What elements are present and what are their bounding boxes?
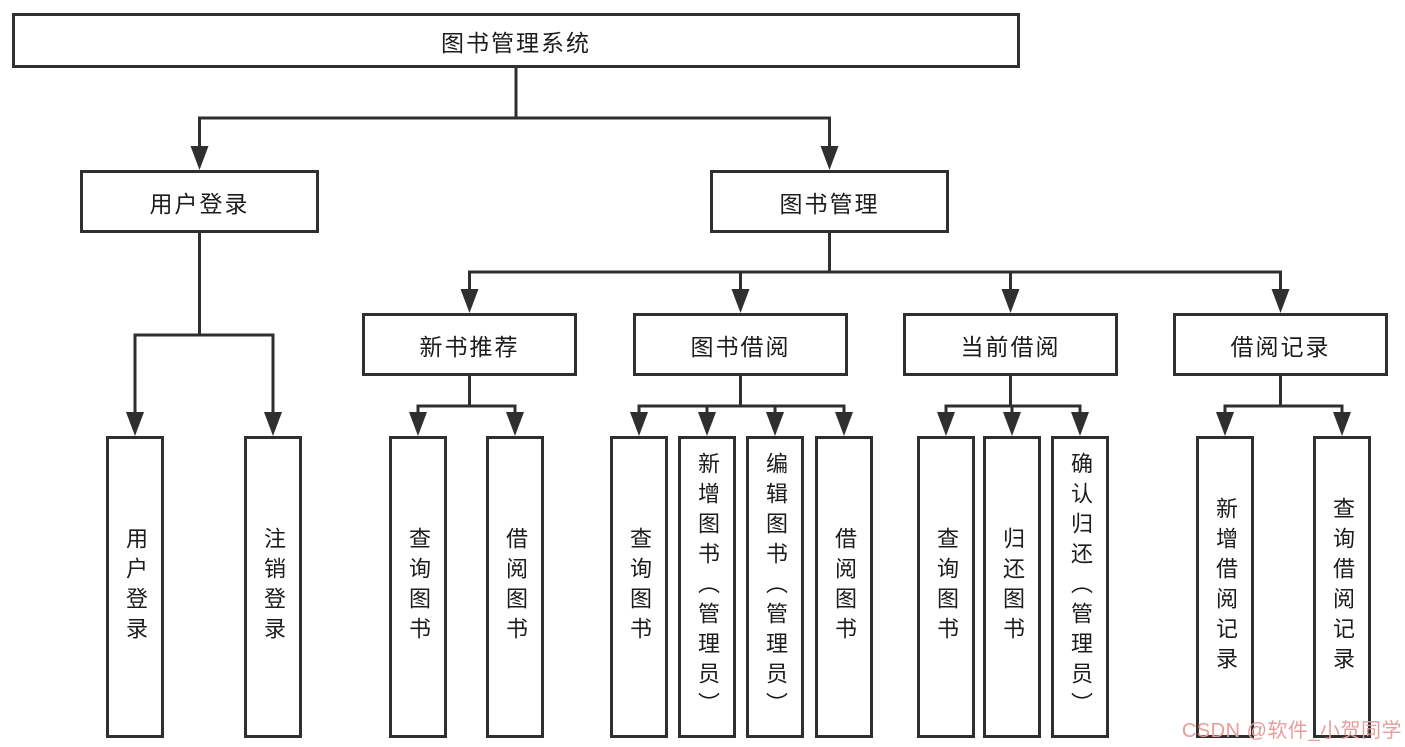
- arrowhead-icons: [126, 146, 1351, 436]
- watermark: CSDN @软件_小贺同学: [1181, 720, 1402, 742]
- node-new-book-recommend-label: 新书推荐: [419, 333, 520, 360]
- leaf-user-login-label: 用户登录: [123, 527, 148, 647]
- leaf-add-borrow-record-label: 新增借阅记录: [1213, 497, 1238, 677]
- leaf-query-books-borrow: 查询图书: [610, 436, 668, 738]
- leaf-borrow-books-borrow: 借阅图书: [815, 436, 873, 738]
- leaf-add-book-admin: 新增图书（管理员）: [678, 436, 736, 738]
- node-current-borrow-label: 当前借阅: [960, 333, 1061, 360]
- node-root: 图书管理系统: [12, 13, 1020, 68]
- node-user-login-label: 用户登录: [149, 190, 250, 217]
- leaf-confirm-return-admin-label: 确认归还（管理员）: [1068, 452, 1093, 722]
- node-borrow-records-label: 借阅记录: [1230, 333, 1331, 360]
- node-root-label: 图书管理系统: [441, 29, 591, 56]
- node-book-borrow: 图书借阅: [633, 313, 848, 376]
- leaf-add-borrow-record: 新增借阅记录: [1196, 436, 1254, 738]
- leaf-logout-label: 注销登录: [261, 527, 286, 647]
- leaf-return-book-label: 归还图书: [1000, 527, 1025, 647]
- leaf-logout: 注销登录: [244, 436, 302, 738]
- leaf-query-borrow-record: 查询借阅记录: [1313, 436, 1371, 738]
- leaf-return-book: 归还图书: [983, 436, 1041, 738]
- node-book-borrow-label: 图书借阅: [690, 333, 791, 360]
- leaf-borrow-books-recommend: 借阅图书: [486, 436, 544, 738]
- leaf-edit-book-admin-label: 编辑图书（管理员）: [763, 452, 788, 722]
- leaf-query-books-recommend: 查询图书: [389, 436, 447, 738]
- node-user-login: 用户登录: [80, 170, 319, 233]
- leaf-user-login: 用户登录: [106, 436, 164, 738]
- leaf-query-borrow-record-label: 查询借阅记录: [1330, 497, 1355, 677]
- leaf-edit-book-admin: 编辑图书（管理员）: [746, 436, 804, 738]
- leaf-confirm-return-admin: 确认归还（管理员）: [1051, 436, 1109, 738]
- node-new-book-recommend: 新书推荐: [362, 313, 577, 376]
- leaf-query-books-current-label: 查询图书: [934, 527, 959, 647]
- node-borrow-records: 借阅记录: [1173, 313, 1388, 376]
- node-book-management: 图书管理: [710, 170, 949, 233]
- leaf-query-books-recommend-label: 查询图书: [406, 527, 431, 647]
- leaf-query-books-current: 查询图书: [917, 436, 975, 738]
- leaf-borrow-books-recommend-label: 借阅图书: [503, 527, 528, 647]
- leaf-add-book-admin-label: 新增图书（管理员）: [695, 452, 720, 722]
- leaf-borrow-books-borrow-label: 借阅图书: [832, 527, 857, 647]
- node-current-borrow: 当前借阅: [903, 313, 1118, 376]
- leaf-query-books-borrow-label: 查询图书: [627, 527, 652, 647]
- node-book-management-label: 图书管理: [779, 190, 880, 217]
